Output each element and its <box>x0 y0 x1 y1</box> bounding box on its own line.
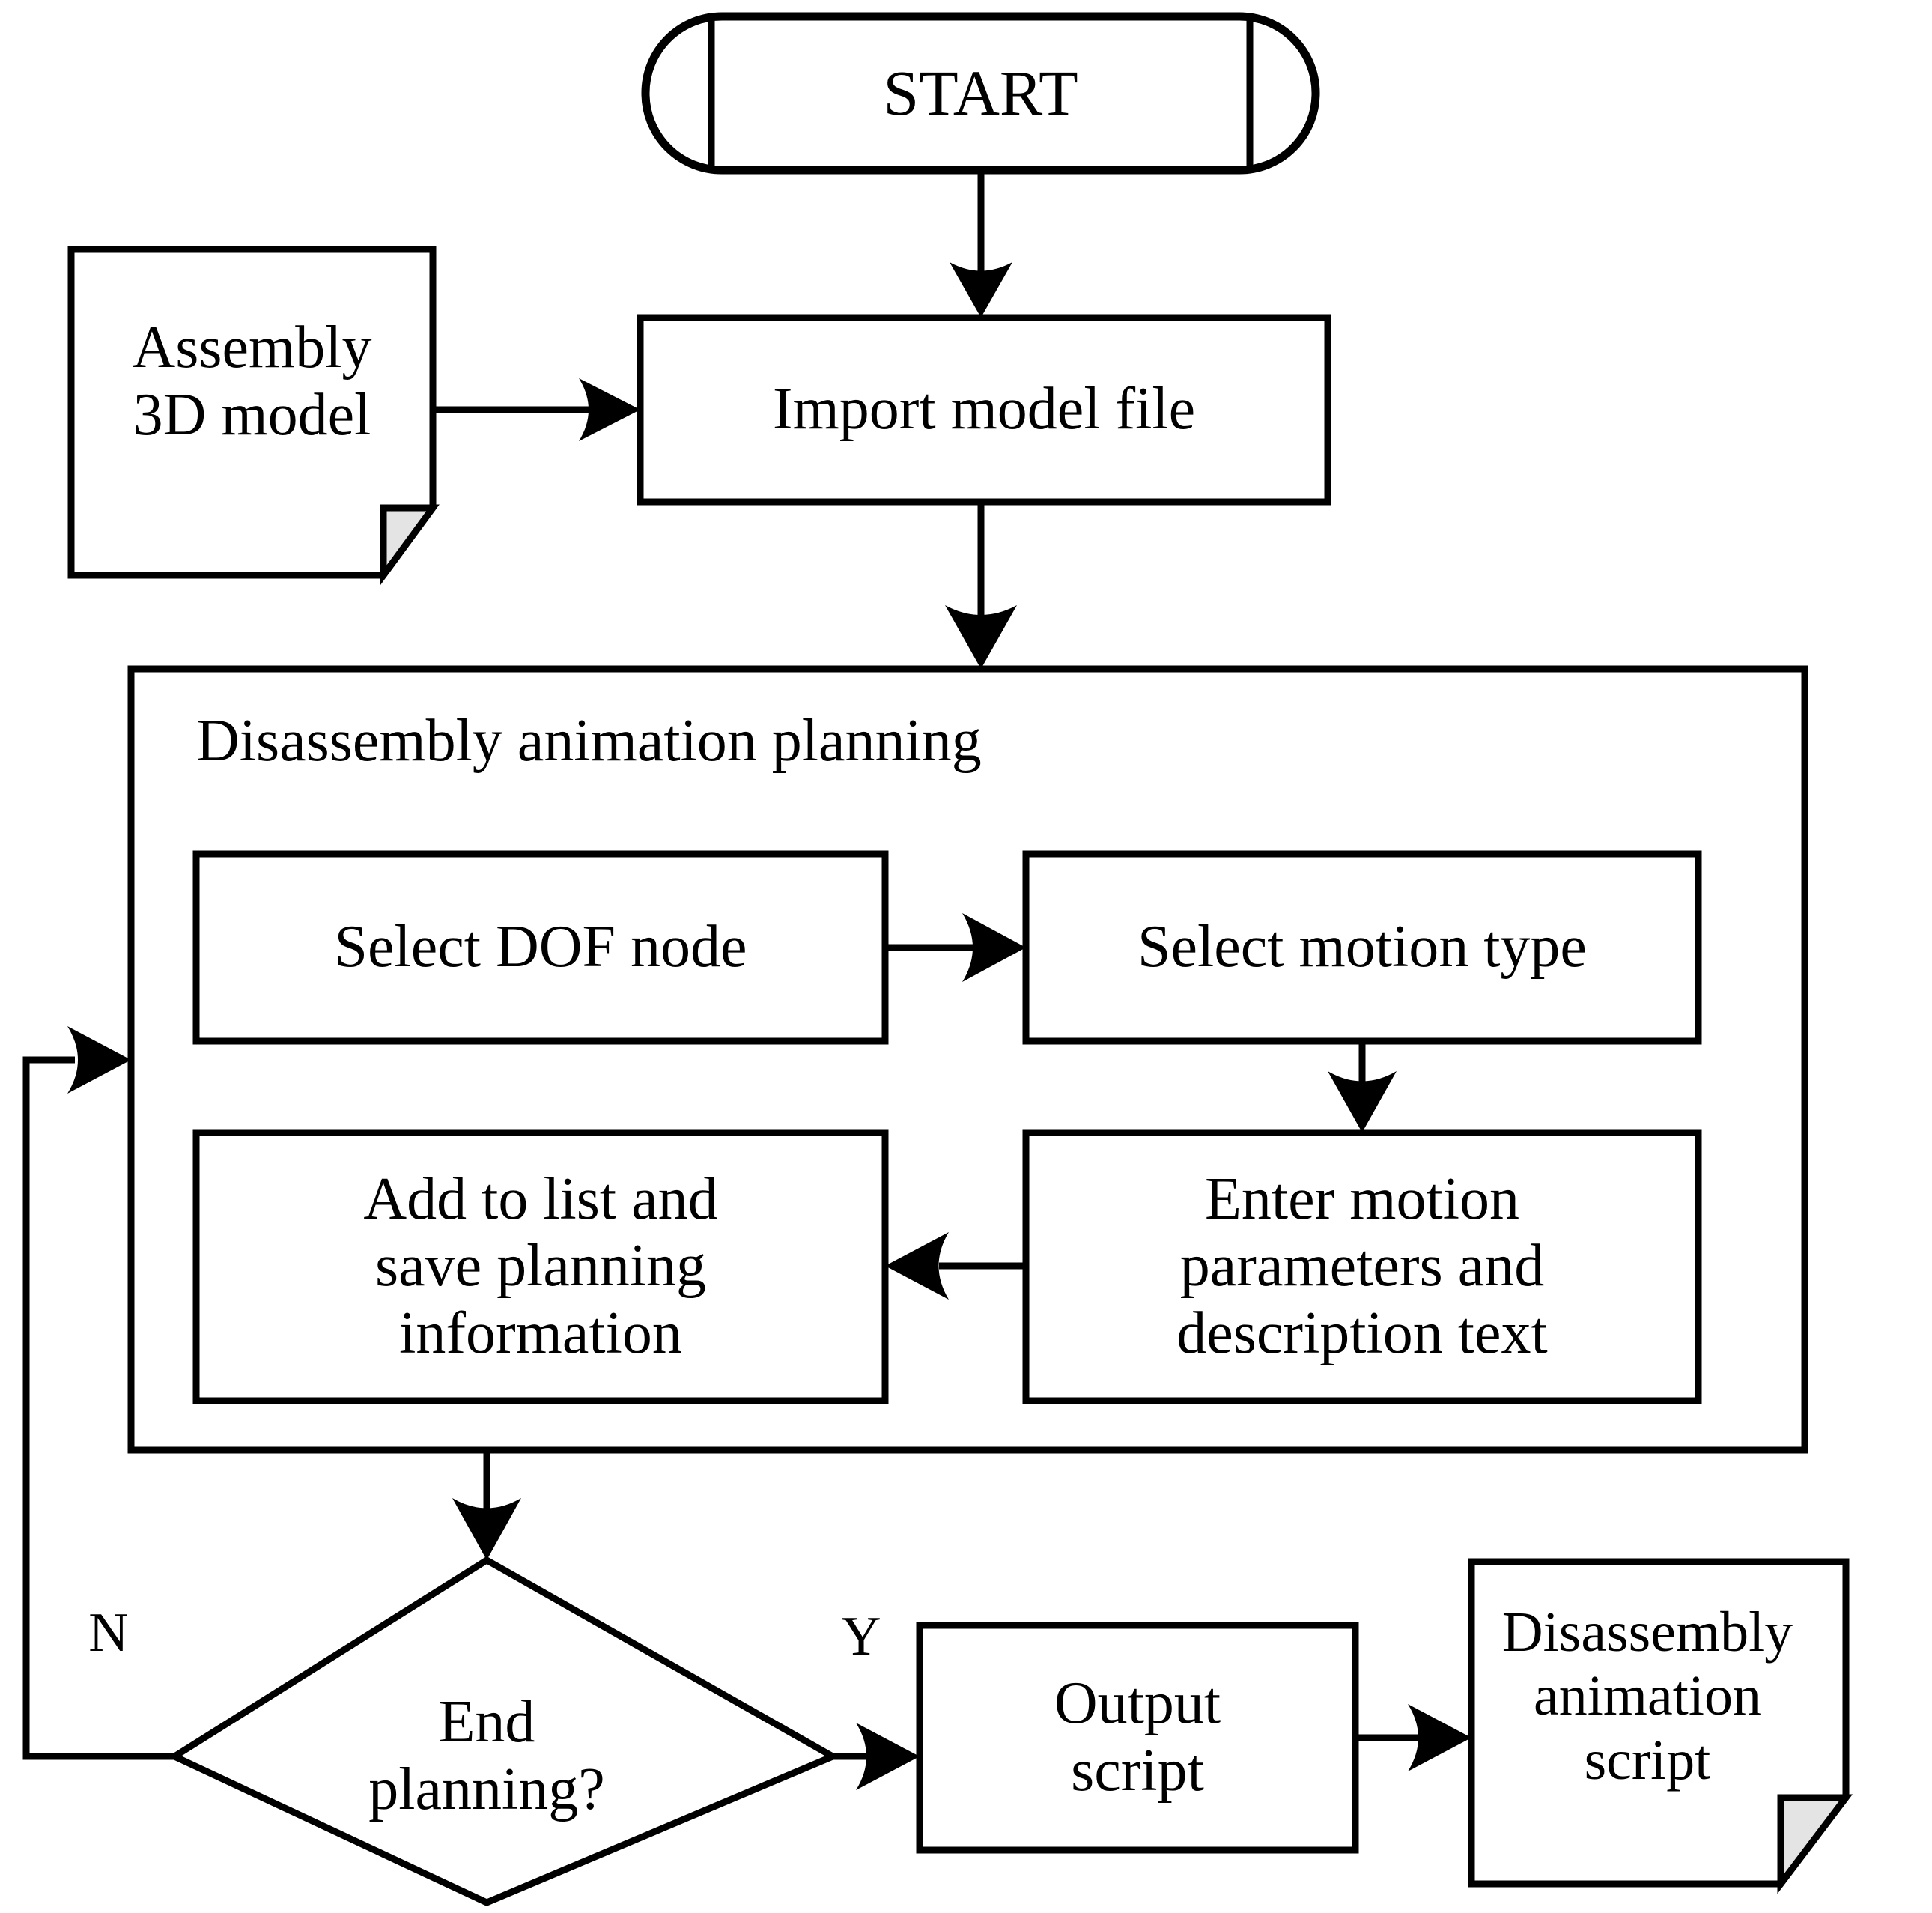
edge-start-to-import <box>950 170 1012 318</box>
edge-dof-to-motion <box>885 913 1026 982</box>
node-assembly-model-label: Assembly 3D model <box>132 315 372 448</box>
node-start-label: START <box>883 57 1078 130</box>
node-planning-group-label: Disassembly animation planning <box>196 708 982 774</box>
node-end-planning-label: End planning? <box>368 1689 605 1822</box>
edge-import-to-planning <box>945 502 1017 669</box>
node-select-motion-label: Select motion type <box>1137 914 1587 980</box>
node-import-model-label: Import model file <box>772 376 1196 443</box>
edge-output-to-script <box>1355 1704 1471 1771</box>
edge-params-to-addlist <box>885 1232 1026 1300</box>
node-add-to-list-label: Add to list and save planning informatio… <box>363 1165 718 1366</box>
node-select-dof-label: Select DOF node <box>334 914 747 980</box>
node-enter-params-label: Enter motion parameters and description … <box>1176 1165 1548 1366</box>
node-add-to-list-shape <box>192 1129 889 1404</box>
edge-planning-to-decision <box>452 1450 521 1560</box>
node-animation-script-label: Disassembly animation script <box>1501 1601 1793 1792</box>
edge-label-yes: Y <box>841 1605 881 1667</box>
node-select-dof-shape <box>192 850 889 1045</box>
node-assembly-model-shape <box>67 246 440 586</box>
node-animation-script-shape <box>1468 1558 1853 1894</box>
edge-decision-yes <box>833 1723 920 1790</box>
edge-decision-no-loop <box>22 1026 174 1760</box>
edge-label-no: N <box>88 1601 129 1664</box>
node-output-script-shape <box>916 1622 1359 1854</box>
node-start-shape <box>641 12 1320 175</box>
edge-assembly-to-import <box>433 378 640 441</box>
node-end-planning-shape <box>167 1556 841 1906</box>
node-import-model-shape <box>637 314 1331 506</box>
node-output-script-label: Output script <box>1054 1670 1221 1804</box>
edge-motion-to-params <box>1328 1041 1397 1133</box>
